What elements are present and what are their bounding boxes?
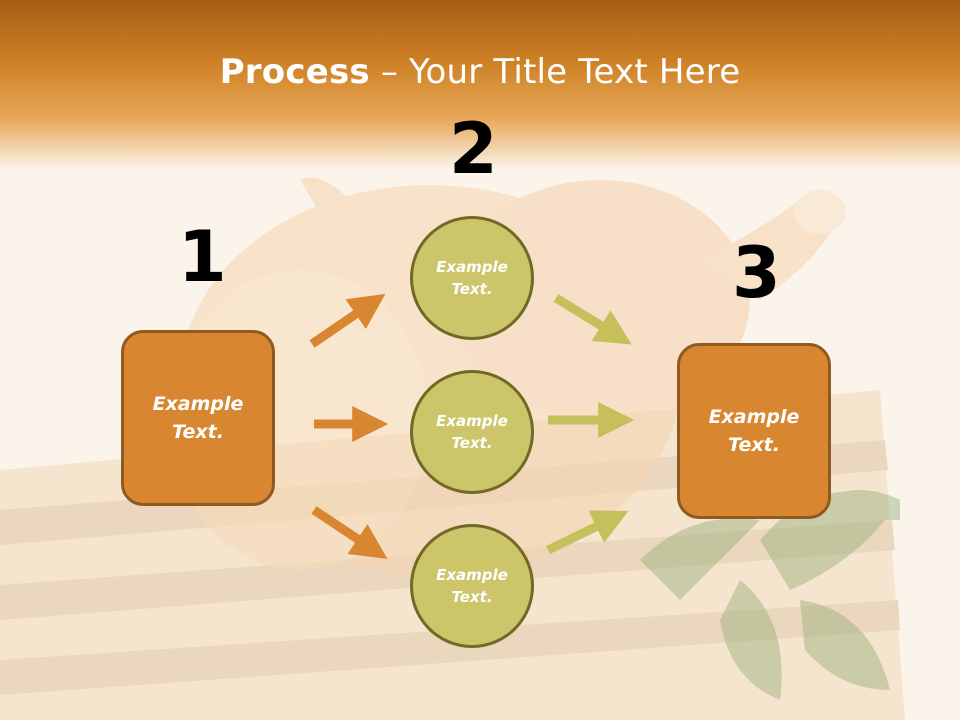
title-band <box>0 0 960 170</box>
left-box[interactable]: Example Text. <box>121 330 275 506</box>
circle-middle[interactable]: Example Text. <box>410 370 534 494</box>
circle-middle-text: Example Text. <box>436 411 508 453</box>
circle-top-text: Example Text. <box>436 257 508 299</box>
circle-bottom[interactable]: Example Text. <box>410 524 534 648</box>
title-rest: – Your Title Text Here <box>369 52 741 92</box>
slide-title: Process – Your Title Text Here <box>0 52 960 92</box>
step-number-3: 3 <box>732 232 781 314</box>
chicken <box>170 177 846 575</box>
circle-top[interactable]: Example Text. <box>410 216 534 340</box>
right-box[interactable]: Example Text. <box>677 343 831 519</box>
step-number-1: 1 <box>178 216 227 298</box>
right-box-text: Example Text. <box>708 405 800 457</box>
step-number-2: 2 <box>449 108 498 190</box>
title-bold: Process <box>219 52 370 92</box>
left-box-text: Example Text. <box>152 392 244 444</box>
circle-bottom-text: Example Text. <box>436 565 508 607</box>
